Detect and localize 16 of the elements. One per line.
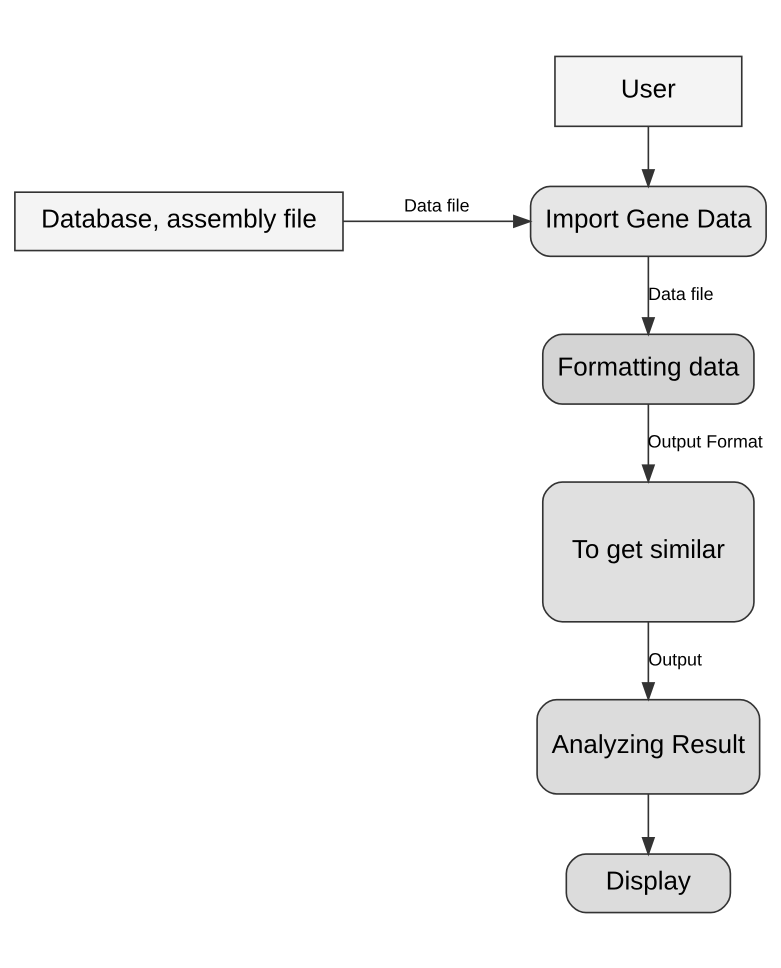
arrow — [642, 404, 656, 484]
arrow — [343, 214, 533, 228]
node-box: Display — [566, 852, 732, 913]
edge-label: Output — [648, 648, 702, 669]
node-box: Database, assembly file — [14, 190, 344, 251]
arrow — [642, 622, 656, 702]
node-box: Analyzing Result — [536, 698, 760, 794]
node-box: To get similar — [542, 480, 755, 622]
edge-label: Data file — [404, 194, 470, 215]
arrow — [642, 126, 656, 188]
arrow — [642, 256, 656, 336]
node-box: Import Gene Data — [530, 185, 767, 257]
node-box: Formatting data — [542, 332, 755, 404]
node-box: User — [554, 55, 743, 127]
arrow — [642, 794, 656, 856]
edge-label: Data file — [648, 283, 714, 304]
